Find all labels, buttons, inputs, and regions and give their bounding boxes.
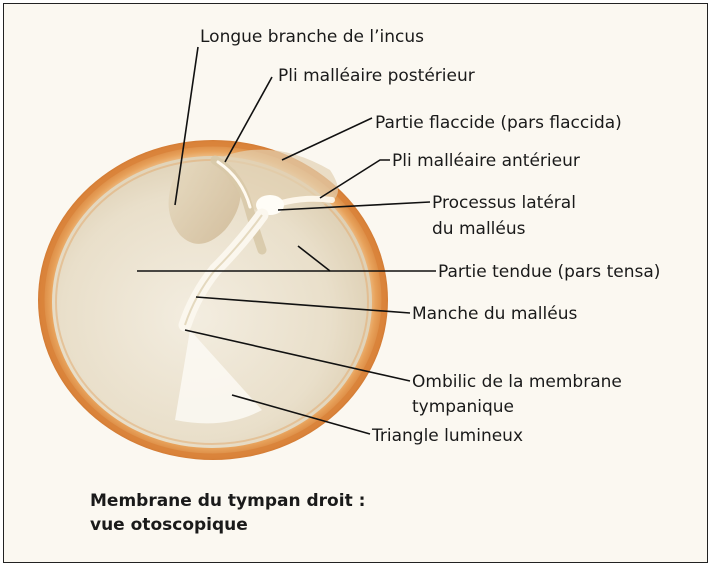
leader-flaccide — [282, 118, 372, 160]
label-pli-anterieur: Pli malléaire antérieur — [392, 151, 580, 171]
label-triangle-lumineux: Triangle lumineux — [371, 426, 523, 446]
caption-line-2: vue otoscopique — [90, 515, 248, 535]
label-manche-malleus: Manche du malléus — [412, 304, 577, 324]
label-ombilic: Ombilic de la membrane — [412, 372, 622, 392]
figure-caption: Membrane du tympan droit : vue otoscopiq… — [90, 491, 365, 535]
label-ombilic-2: tympanique — [412, 397, 514, 417]
label-processus-lateral: Processus latéral — [432, 193, 576, 213]
label-processus-lateral-2: du malléus — [432, 219, 526, 239]
label-pli-posterieur: Pli malléaire postérieur — [278, 66, 475, 86]
label-partie-flaccide: Partie flaccide (pars flaccida) — [375, 113, 622, 133]
label-partie-tendue: Partie tendue (pars tensa) — [438, 262, 660, 282]
caption-line-1: Membrane du tympan droit : — [90, 491, 365, 511]
label-incus: Longue branche de l’incus — [200, 27, 424, 47]
